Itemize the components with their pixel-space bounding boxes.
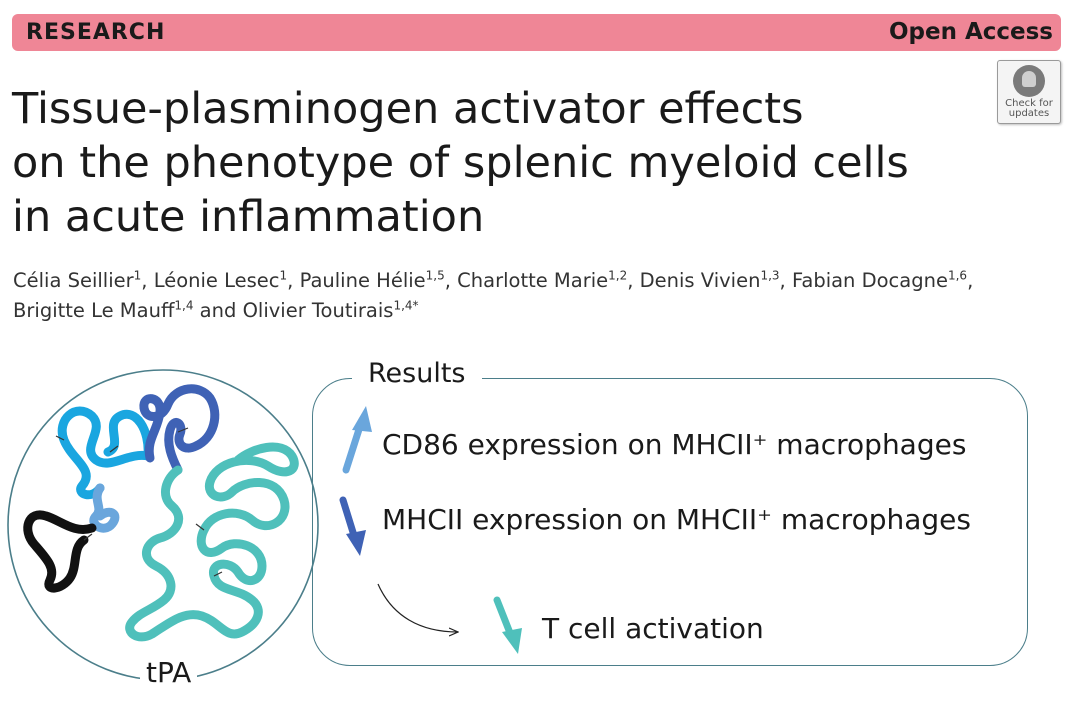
author-name: Olivier Toutirais xyxy=(242,299,394,322)
author-list: Célia Seillier1, Léonie Lesec1, Pauline … xyxy=(13,266,1013,326)
results-panel xyxy=(312,378,1028,666)
author-separator: , xyxy=(444,269,458,292)
author-affiliation: 1 xyxy=(133,268,142,283)
author-separator: , xyxy=(287,269,300,292)
author-name: Charlotte Marie xyxy=(457,269,609,292)
author-affiliation: 1,5 xyxy=(425,268,445,283)
author-name: Célia Seillier xyxy=(13,269,134,292)
title-line: on the phenotype of splenic myeloid cell… xyxy=(12,138,909,188)
linker-domain xyxy=(89,483,120,533)
result-t-cell: T cell activation xyxy=(542,612,764,645)
author-affiliation: 1,3 xyxy=(760,268,780,283)
author-separator: and xyxy=(193,299,243,322)
update-check-icon xyxy=(1013,65,1045,97)
author-name: Léonie Lesec xyxy=(153,269,280,292)
author-affiliation: 1,6 xyxy=(947,268,968,283)
check-for-updates-button[interactable]: Check for updates xyxy=(997,60,1061,124)
author-separator: , xyxy=(967,269,980,292)
author-name: Brigitte Le Mauff xyxy=(13,299,175,322)
result-mhcii: MHCII expression on MHCII⁺ macrophages xyxy=(382,503,971,536)
author-affiliation: 1,4* xyxy=(393,298,419,313)
finger-domain xyxy=(57,406,153,500)
author-name: Denis Vivien xyxy=(639,269,761,292)
section-label: RESEARCH xyxy=(26,20,166,45)
growth-factor-domain xyxy=(23,510,97,593)
consequence-arrow xyxy=(377,583,458,632)
author-affiliation: 1,4 xyxy=(174,298,194,313)
author-name: Pauline Hélie xyxy=(299,269,426,292)
title-line: in acute inflammation xyxy=(12,192,485,242)
author-separator: , xyxy=(141,269,154,292)
author-name: Fabian Docagne xyxy=(791,269,948,292)
author-separator: , xyxy=(779,269,792,292)
author-affiliation: 1 xyxy=(279,268,288,283)
result-cd86: CD86 expression on MHCII⁺ macrophages xyxy=(382,428,967,461)
title-line: Tissue-plasminogen activator effects xyxy=(12,84,804,134)
open-access-label: Open Access xyxy=(888,19,1053,45)
article-type-banner: RESEARCH Open Access xyxy=(12,14,1061,51)
tpa-label: tPA xyxy=(140,655,198,691)
check-for-updates-label: Check for updates xyxy=(1005,98,1053,119)
results-title: Results xyxy=(352,356,482,392)
article-title: Tissue-plasminogen activator effects on … xyxy=(12,82,972,244)
protease-domain xyxy=(125,442,299,642)
domain-connectors xyxy=(55,427,223,577)
author-separator: , xyxy=(627,269,640,292)
author-affiliation: 1,2 xyxy=(608,268,628,283)
kringle-domain xyxy=(139,384,220,475)
